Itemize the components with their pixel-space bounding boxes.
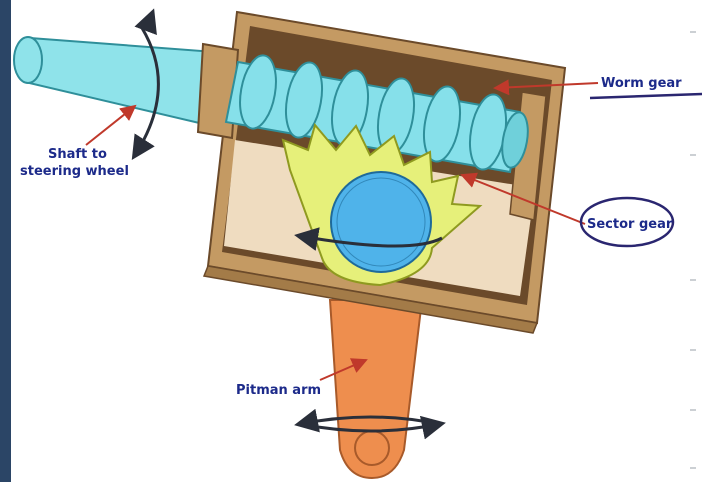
margin-ticks [690, 32, 696, 468]
shaft-label-line1: Shaft to [48, 147, 107, 162]
steering-shaft [14, 37, 215, 126]
shaft-label-arrow [86, 106, 135, 145]
worm-gear-underline [590, 94, 702, 98]
sector-gear-label: Sector gear [587, 217, 673, 232]
pitman-arm-label: Pitman arm [236, 383, 321, 398]
worm-gear-label: Worm gear [601, 76, 682, 91]
shaft-label-line2: steering wheel [20, 164, 129, 179]
pitman-arm [330, 300, 422, 478]
